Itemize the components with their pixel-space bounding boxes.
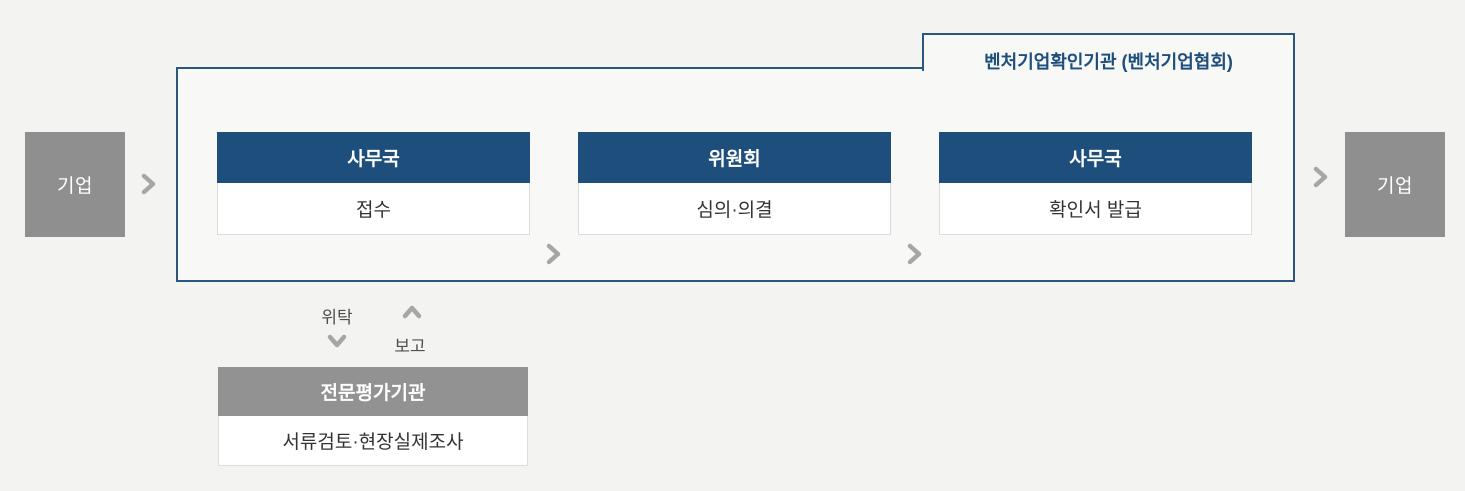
chevron-right-icon bbox=[546, 243, 562, 270]
chevron-right-icon bbox=[141, 173, 157, 200]
step-box-deliberation: 위원회 심의·의결 bbox=[578, 132, 891, 235]
step-header: 사무국 bbox=[939, 132, 1252, 183]
company-end-label: 기업 bbox=[1377, 176, 1413, 197]
step-header: 사무국 bbox=[217, 132, 530, 183]
chevron-right-icon bbox=[907, 243, 923, 270]
step-box-issuance: 사무국 확인서 발급 bbox=[939, 132, 1252, 235]
delegate-label: 위탁 bbox=[321, 308, 353, 327]
step-body: 접수 bbox=[217, 183, 530, 235]
certification-agency-container: 벤처기업확인기관 (벤처기업협회) 사무국 접수 위원회 심의·의결 사무국 확… bbox=[176, 33, 1295, 282]
evaluator-header: 전문평가기관 bbox=[218, 367, 528, 416]
agency-title: 벤처기업확인기관 (벤처기업협회) bbox=[984, 52, 1233, 72]
chevron-down-icon bbox=[327, 334, 347, 353]
agency-tab-shape bbox=[922, 33, 1295, 71]
step-header: 위원회 bbox=[578, 132, 891, 183]
company-start-box: 기업 bbox=[25, 132, 125, 237]
step-box-reception: 사무국 접수 bbox=[217, 132, 530, 235]
evaluator-box: 전문평가기관 서류검토·현장실제조사 bbox=[218, 367, 528, 466]
company-start-label: 기업 bbox=[57, 176, 93, 197]
step-body: 확인서 발급 bbox=[939, 183, 1252, 235]
chevron-up-icon bbox=[402, 305, 422, 324]
company-end-box: 기업 bbox=[1345, 132, 1445, 237]
step-body: 심의·의결 bbox=[578, 183, 891, 235]
chevron-right-icon bbox=[1313, 166, 1329, 193]
report-label: 보고 bbox=[394, 337, 426, 356]
evaluator-body: 서류검토·현장실제조사 bbox=[218, 416, 528, 466]
